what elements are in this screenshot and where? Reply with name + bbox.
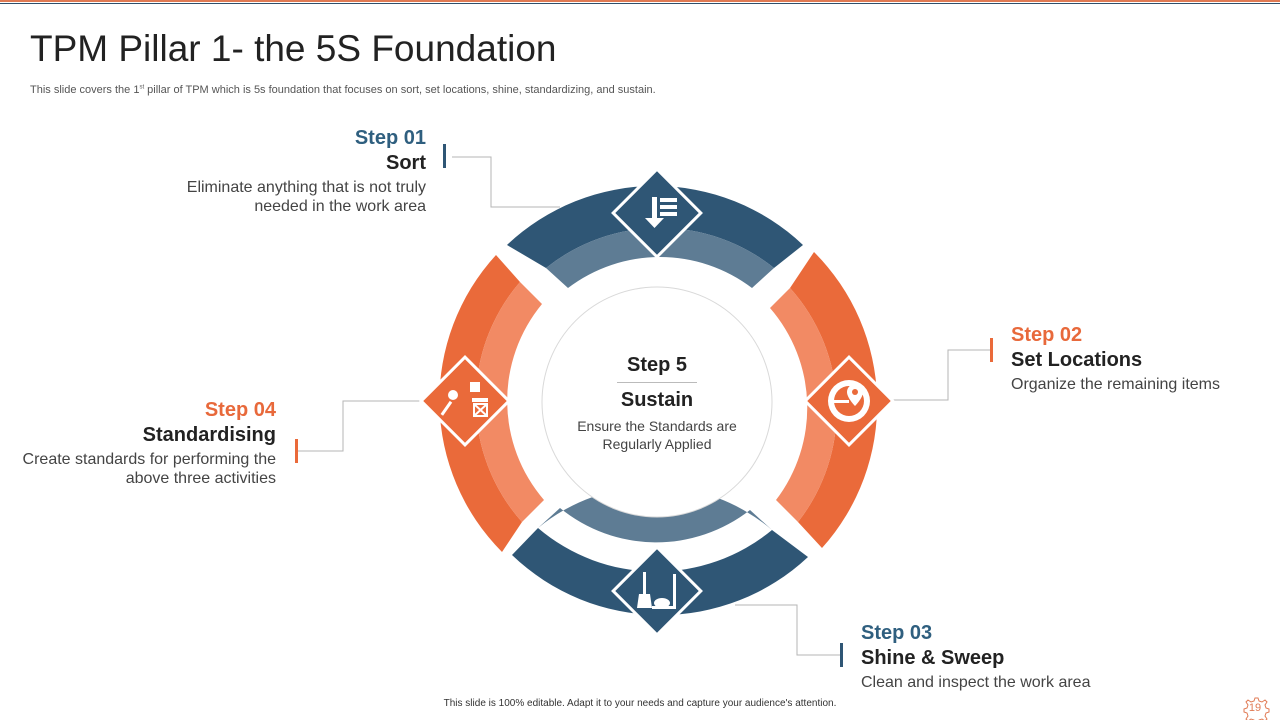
location-pin-icon: [828, 380, 870, 422]
connector-lines: [297, 156, 993, 656]
step-2-description: Organize the remaining items: [1011, 376, 1220, 393]
step-1-title: Sort: [386, 152, 426, 174]
diamond-shine-sweep: [611, 545, 703, 637]
step-2-block: Step 02 Set Locations Organize the remai…: [1011, 324, 1271, 394]
step-3-accent-bar: [840, 643, 843, 667]
slide-subtitle: This slide covers the 1st pillar of TPM …: [30, 84, 656, 96]
connector-step-4: [297, 400, 422, 452]
step-3-number: Step 03: [861, 622, 933, 644]
diamond-sort: [611, 167, 703, 259]
center-circle: [541, 286, 773, 518]
subtitle-post: pillar of TPM which is 5s foundation tha…: [144, 84, 656, 96]
arc-set-locations: [770, 252, 878, 548]
top-accent-line: [0, 0, 1280, 2]
step-4-title: Standardising: [142, 424, 276, 446]
gear-icon: [1243, 697, 1270, 720]
connector-step-2: [892, 349, 993, 401]
step-4-block: Step 04 Standardising Create standards f…: [20, 399, 276, 488]
connector-step-3: [735, 604, 840, 656]
step-1-accent-bar: [443, 144, 446, 168]
slide-footer: This slide is 100% editable. Adapt it to…: [443, 698, 837, 709]
step-4-number: Step 04: [204, 399, 276, 421]
step-4-accent-bar: [295, 439, 298, 463]
diamond-set-locations: [803, 355, 895, 447]
center-step-description: Ensure the Standards are Regularly Appli…: [577, 418, 737, 452]
center-divider: [617, 382, 697, 383]
step-4-description: Create standards for performing the abov…: [22, 451, 276, 487]
step-1-description: Eliminate anything that is not truly nee…: [186, 179, 426, 215]
step-3-description: Clean and inspect the work area: [861, 674, 1091, 691]
sort-icon: [645, 197, 677, 228]
center-step-number: Step 5: [626, 354, 688, 376]
step-1-number: Step 01: [354, 127, 426, 149]
page-number: 19: [1248, 702, 1262, 714]
subtitle-pre: This slide covers the 1: [30, 84, 140, 96]
standards-icon: [440, 382, 488, 417]
step-2-title: Set Locations: [1011, 349, 1143, 371]
step-2-accent-bar: [990, 338, 993, 362]
subtitle-sup: st: [139, 84, 145, 91]
arc-standardising: [439, 255, 544, 552]
step-3-title: Shine & Sweep: [861, 647, 1005, 669]
connector-step-1: [452, 156, 560, 208]
step-3-block: Step 03 Shine & Sweep Clean and inspect …: [861, 622, 1121, 692]
diamond-standardising: [419, 355, 511, 447]
broom-icon: [637, 572, 676, 609]
step-2-number: Step 02: [1011, 324, 1083, 346]
top-accent-line-secondary: [0, 3, 1280, 4]
step-1-block: Step 01 Sort Eliminate anything that is …: [180, 127, 426, 216]
center-step-title: Sustain: [620, 389, 694, 411]
slide-title: TPM Pillar 1- the 5S Foundation: [30, 28, 557, 69]
